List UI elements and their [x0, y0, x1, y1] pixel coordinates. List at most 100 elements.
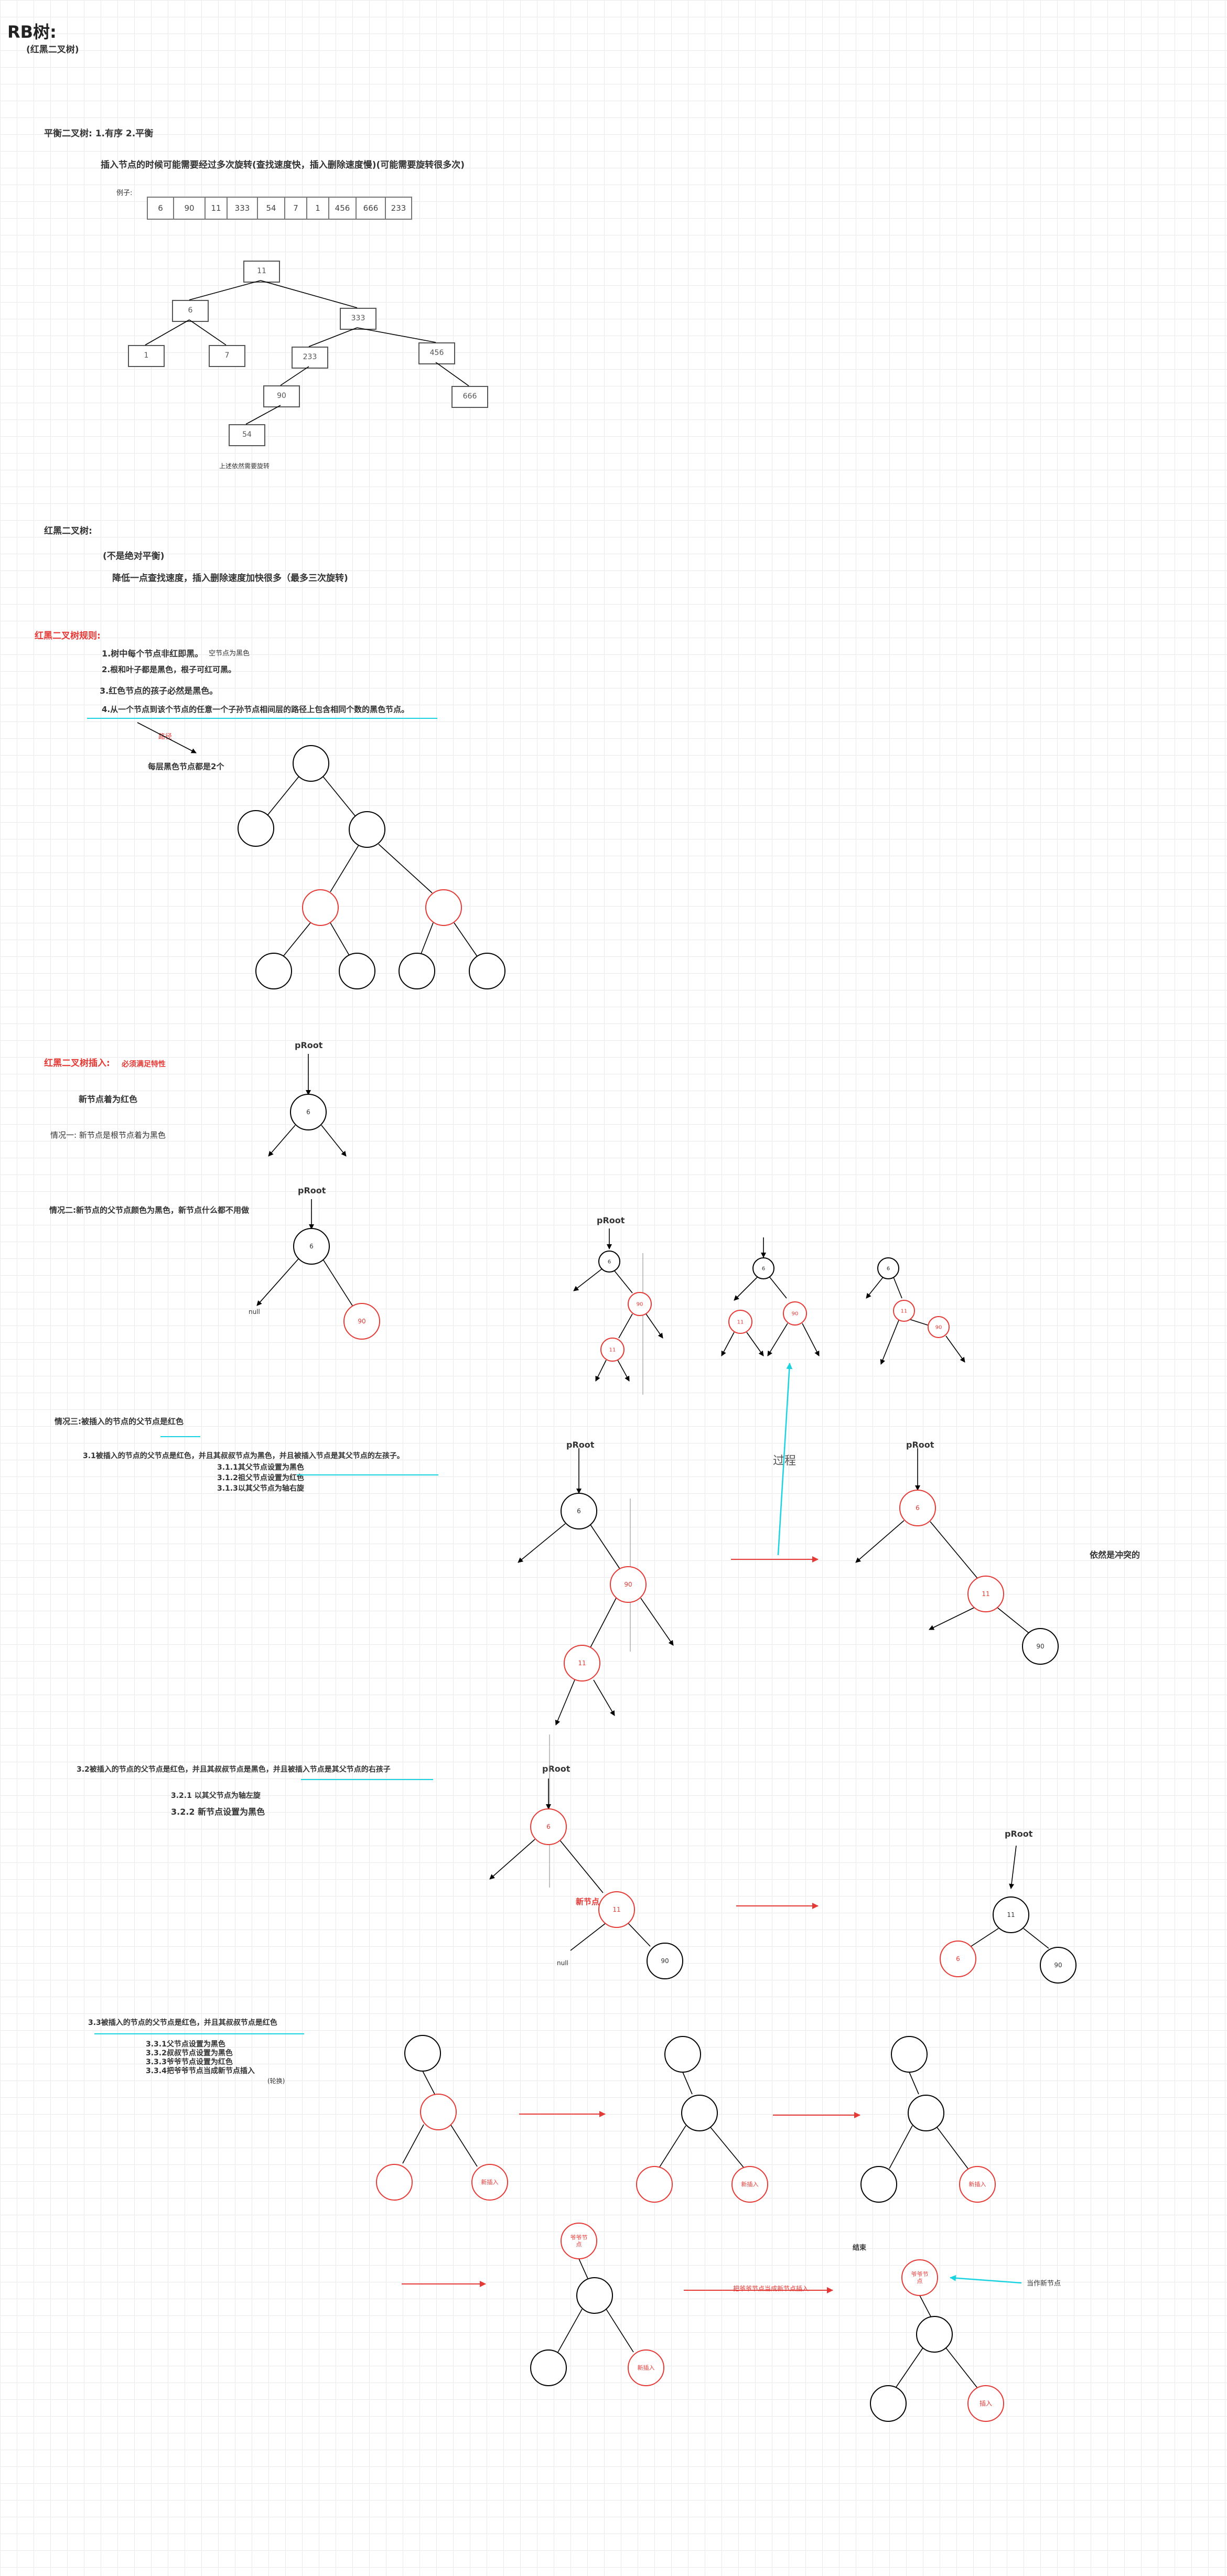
- rule-3: 3.红色节点的孩子必然是黑色。: [100, 686, 218, 696]
- case-2: 情况二:新节点的父节点颜色为黑色，新节点什么都不用做: [49, 1205, 250, 1215]
- insert-heading: 红黑二叉树插入:: [44, 1058, 110, 1069]
- tree-edge: [618, 1313, 633, 1339]
- array-cell: 233: [386, 198, 412, 219]
- current-new-label: 当作新节点: [1027, 2280, 1061, 2288]
- array-cell: 7: [285, 198, 307, 219]
- tree-edge: [614, 1270, 633, 1294]
- black-node: [908, 2095, 944, 2131]
- rb-line2: 降低一点查找速度，插入删除速度加快很多（最多三次旋转): [112, 573, 348, 584]
- still-conflict-label: 依然是冲突的: [1090, 1550, 1140, 1560]
- avl-node: 666: [451, 386, 488, 408]
- black-node: [576, 2277, 613, 2314]
- tree-edge: [570, 1923, 606, 1951]
- rules-heading: 红黑二叉树规则:: [35, 631, 101, 641]
- example-label: 例子:: [116, 189, 133, 197]
- node-label: 90: [624, 1581, 632, 1588]
- node-label: 11: [1007, 1911, 1015, 1918]
- red-node: [636, 2166, 673, 2203]
- tree-edge: [893, 2347, 923, 2391]
- black-node: [1022, 1628, 1059, 1665]
- red-node: [899, 1490, 936, 1526]
- array-cell: 6: [148, 198, 174, 219]
- node-label: 插入: [980, 2400, 992, 2407]
- null-label: null: [557, 1959, 568, 1967]
- proot-label: pRoot: [298, 1185, 326, 1195]
- tree-arrow: [593, 1679, 615, 1716]
- black-node: [860, 2166, 897, 2203]
- rb-line1: (不是绝对平衡): [103, 551, 165, 562]
- tree-edge: [909, 2072, 919, 2095]
- case-3-1-2: 3.1.2祖父节点设置为红色: [217, 1474, 304, 1482]
- case-3-3-1: 3.3.1父节点设置为黑色: [146, 2040, 225, 2049]
- red-node: [600, 1338, 625, 1362]
- tree-arrow: [802, 1323, 820, 1356]
- node-label: 新插入: [969, 2181, 986, 2188]
- case-3-3-4: 3.3.4把爷爷节点当成新节点插入: [146, 2067, 255, 2075]
- black-node: [877, 1257, 899, 1279]
- array-cell: 456: [329, 198, 357, 219]
- case-3: 情况三:被插入的节点的父节点是红色: [55, 1417, 184, 1426]
- rb-heading: 红黑二叉树:: [44, 526, 92, 536]
- node-label: 6: [309, 1243, 314, 1250]
- tree-arrow: [866, 1277, 884, 1299]
- red-node: [893, 1300, 915, 1322]
- red-node: [598, 1891, 635, 1928]
- node-label: 90: [661, 1957, 669, 1965]
- red-node: [901, 2259, 938, 2296]
- tree-edge: [919, 2295, 932, 2318]
- black-node: [339, 953, 375, 989]
- red-node: [302, 889, 339, 926]
- new-red: 新节点着为红色: [79, 1094, 138, 1104]
- red-node: [728, 1310, 752, 1334]
- avl-node: 233: [292, 347, 328, 369]
- black-node: [561, 1493, 597, 1529]
- tree-arrow: [721, 1332, 735, 1356]
- tree-arrow: [268, 1125, 296, 1157]
- tree-edge: [889, 2125, 913, 2169]
- node-label: 新插入: [741, 2181, 759, 2188]
- proot-label: pRoot: [906, 1440, 934, 1450]
- tree-edge: [971, 1928, 999, 1947]
- node-label: 6: [762, 1266, 765, 1271]
- avl-node: 90: [263, 385, 300, 407]
- tree-arrow: [518, 1523, 566, 1563]
- red-node: [731, 2166, 768, 2203]
- tree-edge: [267, 776, 299, 816]
- black-node: [664, 2036, 701, 2073]
- red-node: [425, 889, 462, 926]
- array-cell: 11: [206, 198, 228, 219]
- page-title: RB树:: [7, 22, 57, 42]
- case-3-3-4-note: (轮换): [267, 2077, 285, 2085]
- red-node: [783, 1301, 807, 1325]
- black-node: [399, 953, 435, 989]
- page-subtitle: (红黑二叉树): [26, 45, 79, 55]
- tree-arrow: [645, 1313, 663, 1339]
- node-label: 90: [1054, 1961, 1062, 1969]
- tree-arrow: [640, 1598, 674, 1646]
- tree-edge: [997, 1607, 1030, 1634]
- tree-arrow: [929, 1607, 975, 1630]
- node-label: 90: [1036, 1643, 1044, 1650]
- tree-edge: [280, 366, 309, 386]
- node-label: 6: [916, 1504, 920, 1512]
- red-node: [967, 2385, 1004, 2422]
- path-note: 每层黑色节点都是2个: [148, 762, 224, 771]
- tree-edge: [330, 845, 359, 892]
- tree-edge: [930, 1521, 978, 1579]
- red-node: [959, 2166, 996, 2203]
- array-cell: 90: [174, 198, 206, 219]
- node-label: 新插入: [638, 2364, 655, 2372]
- red-node: [343, 1303, 380, 1340]
- red-node: [628, 1292, 652, 1316]
- proot-label: pRoot: [542, 1764, 571, 1774]
- tree-edge: [322, 776, 356, 817]
- red-node: [940, 1941, 976, 1977]
- insert-heading-note: 必须满足特性: [122, 1060, 166, 1069]
- tree-edge: [658, 2125, 686, 2169]
- proot-label: pRoot: [566, 1440, 595, 1450]
- tree-arrow: [880, 1320, 899, 1365]
- red-node: [967, 1576, 1004, 1612]
- node-label: 6: [306, 1108, 310, 1116]
- node-label: 6: [577, 1507, 581, 1515]
- node-label: 新插入: [481, 2179, 499, 2186]
